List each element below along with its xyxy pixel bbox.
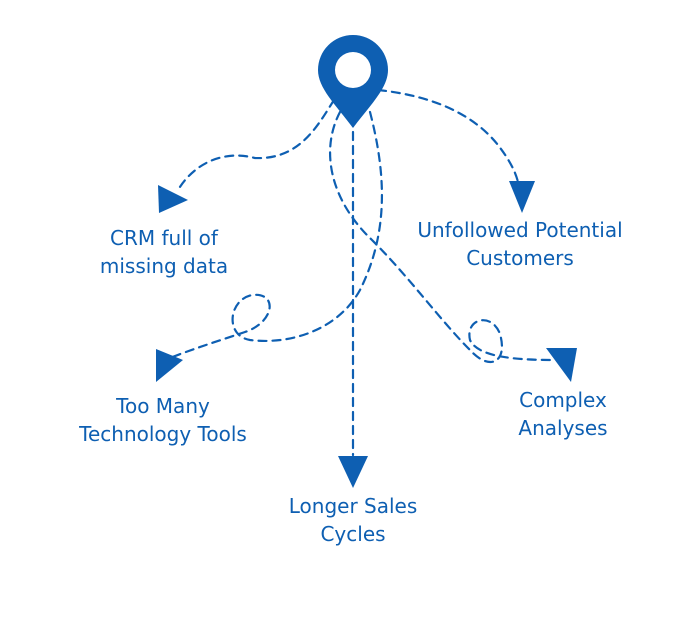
path-to-crm — [176, 98, 336, 192]
path-to-complex — [329, 110, 557, 363]
arrowhead-complex-icon — [546, 348, 577, 382]
arrowhead-unfollowed-icon — [509, 181, 535, 213]
label-longer-line-2: Cycles — [320, 522, 386, 546]
path-to-unfollowed — [376, 88, 520, 184]
label-crm-line-1: CRM full of — [110, 226, 218, 250]
label-crm: CRM full of missing data — [100, 224, 228, 280]
label-complex-line-1: Complex — [519, 388, 607, 412]
label-longer-line-1: Longer Sales — [288, 494, 418, 518]
label-tools-line-1: Too Many — [116, 394, 210, 418]
label-unfollowed: Unfollowed Potential Customers — [417, 216, 622, 272]
label-unfollowed-line-2: Customers — [466, 246, 574, 270]
label-longer: Longer Sales Cycles — [289, 492, 418, 548]
label-tools: Too Many Technology Tools — [79, 392, 247, 448]
label-crm-line-2: missing data — [99, 254, 229, 278]
arrowhead-longer-icon — [338, 456, 368, 488]
label-unfollowed-line-1: Unfollowed Potential — [417, 218, 623, 242]
arrowhead-crm-icon — [158, 185, 188, 213]
label-tools-line-2: Technology Tools — [79, 422, 247, 446]
arrowhead-tools-icon — [156, 349, 183, 382]
label-complex-line-2: Analyses — [518, 416, 608, 440]
path-to-tools — [168, 110, 383, 360]
label-complex: Complex Analyses — [518, 386, 607, 442]
location-pin-icon — [318, 35, 388, 128]
